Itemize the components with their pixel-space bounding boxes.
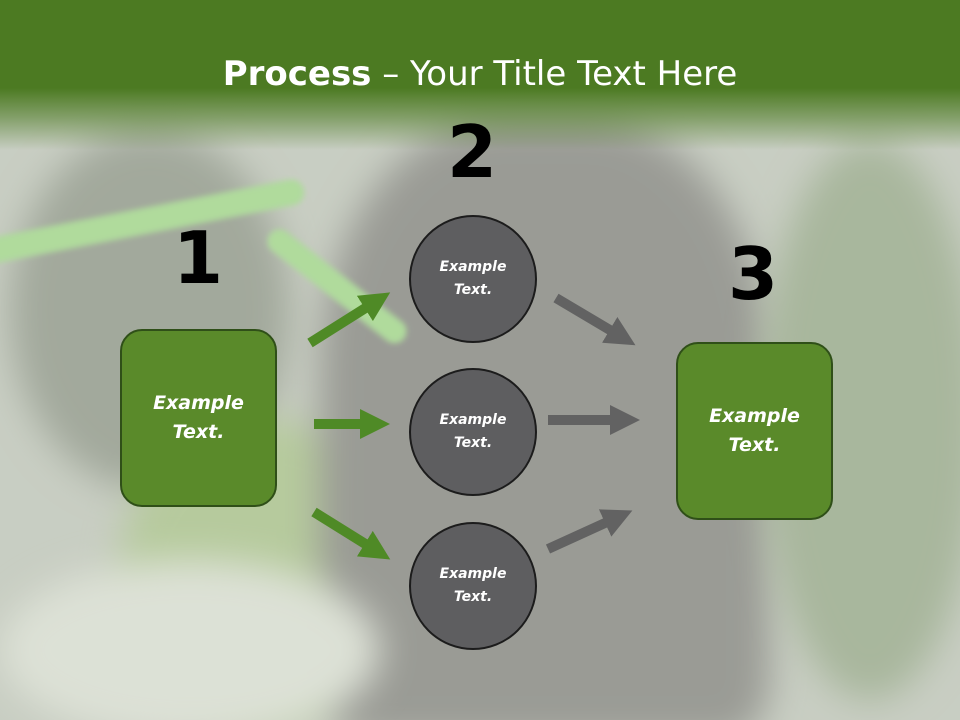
slide-title[interactable]: Process – Your Title Text Here <box>0 50 960 98</box>
arrow-left-to-bottom <box>311 507 391 560</box>
title-rest: – Your Title Text Here <box>371 54 738 94</box>
step-number-2: 2 <box>446 110 498 194</box>
circle-middle-text: Example Text. <box>439 412 507 451</box>
arrow-top-to-right <box>553 293 636 346</box>
step-number-3: 3 <box>727 232 779 316</box>
circle-top-text: Example Text. <box>439 259 507 298</box>
circle-top[interactable]: Example Text. <box>409 215 537 343</box>
arrow-left-to-top <box>307 292 391 348</box>
title-bar <box>0 0 960 150</box>
right-box[interactable]: Example Text. <box>676 342 833 520</box>
circle-middle[interactable]: Example Text. <box>409 368 537 496</box>
arrow-bottom-to-right <box>545 509 633 554</box>
circle-bottom-text: Example Text. <box>439 566 507 605</box>
right-box-text: Example Text. <box>709 405 800 456</box>
left-box-text: Example Text. <box>153 392 244 443</box>
step-number-1: 1 <box>172 216 224 300</box>
title-bold: Process <box>222 54 372 94</box>
left-box[interactable]: Example Text. <box>120 329 277 507</box>
circle-bottom[interactable]: Example Text. <box>409 522 537 650</box>
